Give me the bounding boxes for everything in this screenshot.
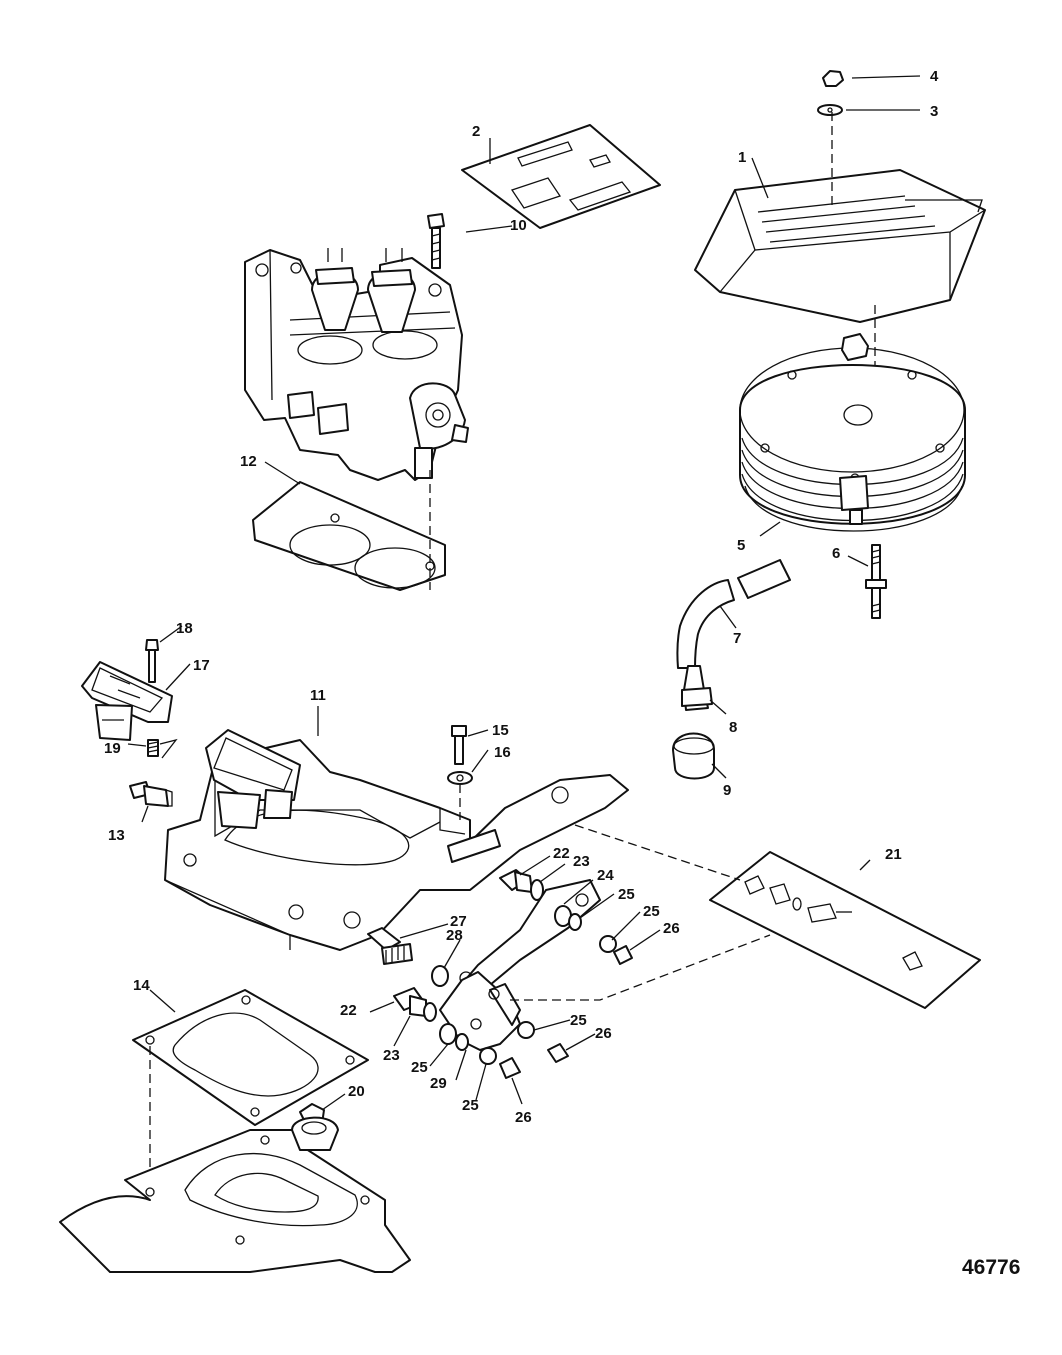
callout-12: 12	[240, 453, 257, 470]
adapter-bolt	[451, 725, 467, 765]
callout-14: 14	[133, 977, 150, 994]
flame-arrestor-cover	[694, 169, 986, 323]
callout-8: 8	[729, 719, 737, 736]
callout-19: 19	[104, 740, 121, 757]
throttle-body	[244, 248, 469, 481]
callout-27: 27	[450, 913, 467, 930]
flame-arrestor	[739, 333, 966, 532]
callout-11: 11	[310, 687, 326, 704]
intake-manifold	[59, 1116, 411, 1273]
lever-hardware	[439, 1021, 569, 1079]
callout-1: 1	[738, 149, 746, 166]
linkage-washer	[530, 879, 544, 901]
callout-25: 25	[618, 886, 635, 903]
stud	[865, 544, 887, 619]
callout-17: 17	[193, 657, 210, 674]
callout-6: 6	[832, 545, 840, 562]
callout-21: 21	[885, 846, 902, 863]
callout-26b: 26	[595, 1025, 612, 1042]
callout-5: 5	[737, 537, 745, 554]
callout-26c: 26	[515, 1109, 532, 1126]
vent-fitting	[681, 665, 713, 711]
callout-25c: 25	[570, 1012, 587, 1029]
callout-7: 7	[733, 630, 741, 647]
vent-hose	[676, 559, 791, 669]
sensor-fitting	[129, 781, 173, 807]
carburetor-gasket	[132, 989, 369, 1126]
callout-24: 24	[597, 867, 614, 884]
ignition-module	[81, 661, 173, 741]
pivot-stud	[367, 927, 413, 965]
callout-26: 26	[663, 920, 680, 937]
callout-4: 4	[930, 68, 939, 85]
module-spring	[147, 739, 159, 757]
washer	[817, 104, 843, 116]
adapter-washer	[447, 771, 473, 785]
callout-20: 20	[348, 1083, 365, 1100]
throttle-lever	[439, 971, 521, 1051]
leader-lines	[127, 75, 921, 1111]
callout-13: 13	[108, 827, 125, 844]
callout-29: 29	[430, 1075, 447, 1092]
decal-sheet	[461, 124, 661, 229]
callout-23: 23	[573, 853, 590, 870]
linkage-bushing	[499, 869, 533, 893]
linkage-spacers	[431, 905, 633, 987]
callout-9: 9	[723, 782, 731, 799]
nut	[822, 70, 844, 87]
module-screw	[145, 639, 159, 683]
mounted-ignition-module	[205, 729, 301, 829]
callout-22b: 22	[340, 1002, 357, 1019]
callout-3: 3	[930, 103, 938, 120]
lever-bushing	[393, 987, 437, 1022]
callout-2: 2	[472, 123, 480, 140]
callout-16: 16	[494, 744, 511, 761]
cap	[672, 732, 715, 780]
callout-22: 22	[553, 845, 570, 862]
callout-labels: 1 2 3 4 5 6 7 8 9 10 11 12 13 14 15 16 1…	[104, 68, 939, 1126]
callout-25d: 25	[411, 1059, 428, 1076]
throttle-body-bolt	[427, 213, 445, 269]
figure-number: 46776	[962, 1256, 1021, 1279]
callout-10: 10	[510, 217, 527, 234]
callout-28: 28	[446, 927, 463, 944]
callout-18: 18	[176, 620, 193, 637]
callout-23b: 23	[383, 1047, 400, 1064]
hardware-kit	[709, 851, 981, 1009]
callout-25b: 25	[643, 903, 660, 920]
throttle-body-gasket	[252, 481, 446, 591]
callout-15: 15	[492, 722, 509, 739]
callout-25e: 25	[462, 1097, 479, 1114]
